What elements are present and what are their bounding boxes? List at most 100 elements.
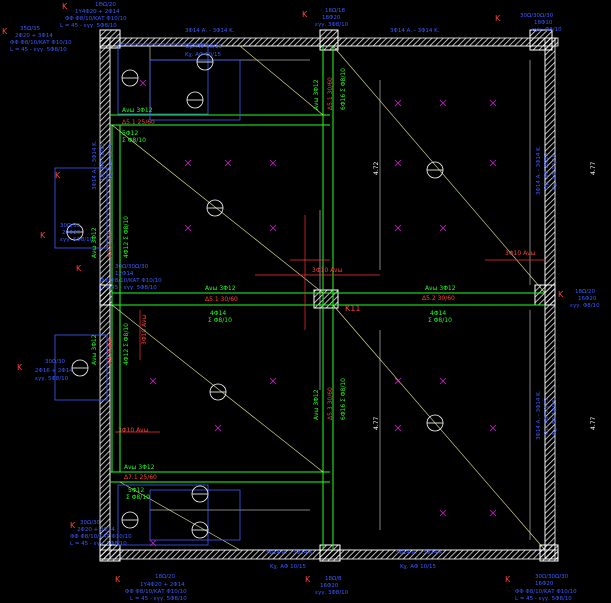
- k-mark-2: Κ: [2, 27, 8, 36]
- k-mark-6: Κ: [40, 231, 46, 240]
- col-ml-l1: 12Φ14: [115, 271, 134, 277]
- col-tr-l1: 18Φ10: [534, 20, 553, 26]
- vbeam-left2-b: Δ4 25/60: [107, 338, 114, 365]
- beam-b2-name: Δ5.1 30/60: [205, 296, 238, 303]
- col-bot-r-num: 30Ω/30Ω/30: [535, 574, 569, 580]
- k-mark-9: Κ: [558, 290, 564, 299]
- vbeam-upper-b: Δ5.1 30/60: [327, 77, 334, 110]
- right-rebar-a: 3Φ14 Α. - 3Φ14 Κ.: [536, 145, 542, 195]
- lr2-a: 3Φ14 Α. - 3Φ14 Κ.: [536, 390, 542, 440]
- beam-b2-bot: 4Φ14: [210, 310, 226, 317]
- col-tl-l3: L = 45 - εγγ. 5Φ8/10: [60, 23, 117, 29]
- slab-op1: Οp. ΑΦ 10/15: [185, 44, 223, 50]
- col-bot-m-l1: 16Φ20: [320, 583, 339, 589]
- col-l-num: 30Ω/30: [60, 223, 81, 229]
- top-slab-a: 3Φ14 Α. - 3Φ14 Κ.: [185, 28, 235, 34]
- right-rebar-b: Οp. ΑΦ 10/15: [544, 152, 550, 190]
- vbeam-lower-b: Δ5.3 30/60: [327, 387, 334, 420]
- bot-mid-b: Κχ. ΑΦ 10/15: [400, 564, 436, 570]
- left-rebar-c: Κχ. ΑΦ 10/15: [108, 144, 114, 180]
- blue-boxes: [54, 43, 241, 546]
- columns: [99, 29, 559, 562]
- col-tl2-l3: L = 45 - εγγ. 5Φ8/10: [10, 47, 67, 53]
- col-tm-l2: εγγ. 3Φ8/10: [315, 22, 349, 28]
- col-r-l1: 16Φ20: [578, 296, 597, 302]
- dim-upper: 4.72: [373, 161, 380, 175]
- col-bot-l-l3: L = 45 - εγγ. 5Φ8/10: [130, 596, 187, 602]
- dim-lower: 4.77: [373, 416, 380, 430]
- col-l-l2: εγγ. 5Φ8/10: [60, 237, 94, 243]
- col-ll-l1: 2Φ16 + 2Φ14: [35, 368, 73, 374]
- k-mark-13: Κ: [505, 575, 511, 584]
- col-tl2-l1: 2Φ20 + 3Φ14: [15, 33, 53, 39]
- lr2-c: Κχ. ΑΦ 10/15: [552, 399, 558, 435]
- col-bl-l3: L = 45 - εγγ. 5Φ8/10: [70, 541, 127, 547]
- beam-b2-stir: Σ Φ8/10: [208, 317, 232, 324]
- beams: [110, 46, 545, 550]
- bot-mid-a: Κχ. ΑΦ 10/15: [270, 564, 306, 570]
- dim-right-lower: 4.77: [590, 416, 597, 430]
- beam-names: Δ5.1 25/60 Δ5.1 30/60 Δ5.2 30/60 Δ7.1 25…: [107, 77, 536, 481]
- col-bl-l2: ΦΦ Φ8/10/ΚΑΤ Φ10/10: [70, 534, 132, 540]
- col-bl-num: 30Ω/30: [80, 520, 101, 526]
- vbeam-upper-c: 6Φ16 Σ Φ8/10: [340, 68, 347, 110]
- slab-diagonals: [111, 45, 546, 551]
- col-tr-l2: εγγ. Φ8/10: [532, 27, 562, 33]
- col-bot-m-num: 18Ω/8: [325, 576, 342, 582]
- red-label-4: 3Φ10 Ανω: [141, 314, 148, 345]
- col-r-l2: εγγ. Φ8/10: [570, 303, 600, 309]
- beam-b4-bot: 5Φ12: [128, 487, 144, 494]
- vbeam-lower-a: Ανω 3Φ12: [313, 389, 320, 420]
- col-bot-r-l1: 16Φ20: [535, 581, 554, 587]
- col-tl2-l2: ΦΦ Φ8/10/ΚΑΤ Φ10/10: [10, 40, 72, 46]
- beam-b1-stir: Σ Φ8/10: [122, 137, 146, 144]
- beam-b1-bot: 5Φ12: [122, 130, 138, 137]
- k11-label: Κ11: [345, 304, 360, 313]
- col-bot-l-l1: 1Υ4Φ20 + 2Φ14: [140, 582, 185, 588]
- col-bot-m-l2: εγγ. 3Φ8/10: [315, 590, 349, 596]
- col-bl-l1: 2Φ20 + 3Φ14: [77, 527, 115, 533]
- beam-b3-stir: Σ Φ8/10: [428, 317, 452, 324]
- beam-b3-bot: 4Φ14: [430, 310, 446, 317]
- col-ll-l2: εγγ. 5Φ8/10: [35, 376, 69, 382]
- beam-b4-top: Ανω 3Φ12: [124, 464, 155, 471]
- k-mark-7: Κ: [76, 264, 82, 273]
- lr2-b: Οp. ΑΦ 10/15: [544, 397, 550, 435]
- column-annotations: 1ΘΩ/20 1Υ4Φ20 + 2Φ14 ΦΦ Φ8/10/ΚΑΤ Φ10/10…: [10, 2, 600, 602]
- k-mark-10: Κ: [70, 521, 76, 530]
- k-mark-5: Κ: [55, 171, 61, 180]
- col-tl-l1: 1Υ4Φ20 + 2Φ14: [75, 9, 120, 15]
- beam-b2-top: Ανω 3Φ12: [205, 285, 236, 292]
- bot-slab-b: 3Φ14 Α. - 3Φ14 Κ.: [395, 550, 445, 556]
- col-tl-l2: ΦΦ Φ8/10/ΚΑΤ Φ10/10: [65, 16, 127, 22]
- k-mark-8: Κ: [17, 363, 23, 372]
- col-bot-r-l3: L = 45 - εγγ. 5Φ8/10: [515, 596, 572, 602]
- magenta-marks: [139, 79, 497, 547]
- bot-slab-a: 3Φ14 Α. - 3Φ14 Κ.: [265, 550, 315, 556]
- beam-b3-name: Δ5.2 30/60: [422, 295, 455, 302]
- k-mark-12: Κ: [305, 575, 311, 584]
- vbeam-upper-a: Ανω 3Φ12: [313, 79, 320, 110]
- col-ml-l2: ΦΦ Φ8/10/ΚΑΤ Φ10/10: [100, 278, 162, 284]
- red-crosshair: [115, 215, 545, 433]
- col-tl-num: 1ΘΩ/20: [95, 2, 116, 8]
- column-k-markers: Κ Κ Κ Κ Κ Κ Κ Κ Κ Κ Κ Κ Κ Κ11: [2, 2, 564, 584]
- dimensions: 4.72 4.77 4.77 4.77: [373, 161, 597, 430]
- vertical-rebar-annotations: 3Φ14 Α. - 3Φ14 Κ. Οp. ΑΦ 10/15 Κχ. ΑΦ 10…: [92, 140, 558, 440]
- vbeam-left-a: Ανω 3Φ12: [91, 227, 98, 258]
- beam-b3-top: Ανω 3Φ12: [425, 285, 456, 292]
- beam-b1-name: Δ5.1 25/60: [122, 119, 155, 126]
- vbeam-lower-c: 6Φ16 Σ Φ8/10: [340, 378, 347, 420]
- vbeam-left-c: 4Φ12 Σ Φ8/10: [123, 216, 130, 258]
- col-bot-l-num: 18Ω/20: [155, 574, 176, 580]
- col-ml-num: 30Ω/30Ω/30: [115, 264, 149, 270]
- red-label-1: 3Φ10 Ανω: [312, 267, 343, 274]
- left-rebar-b: Οp. ΑΦ 10/15: [100, 142, 106, 180]
- beam-b4-stir: Σ Φ8/10: [126, 494, 150, 501]
- col-tm-l1: 18Φ20: [322, 15, 341, 21]
- beam-b1-top: Ανω 3Φ12: [122, 107, 153, 114]
- beam-labels: Ανω 3Φ12 5Φ12 Σ Φ8/10 Ανω 3Φ12 4Φ14 Σ Φ8…: [91, 68, 456, 501]
- col-tm-num: 18Ω/18: [325, 8, 346, 14]
